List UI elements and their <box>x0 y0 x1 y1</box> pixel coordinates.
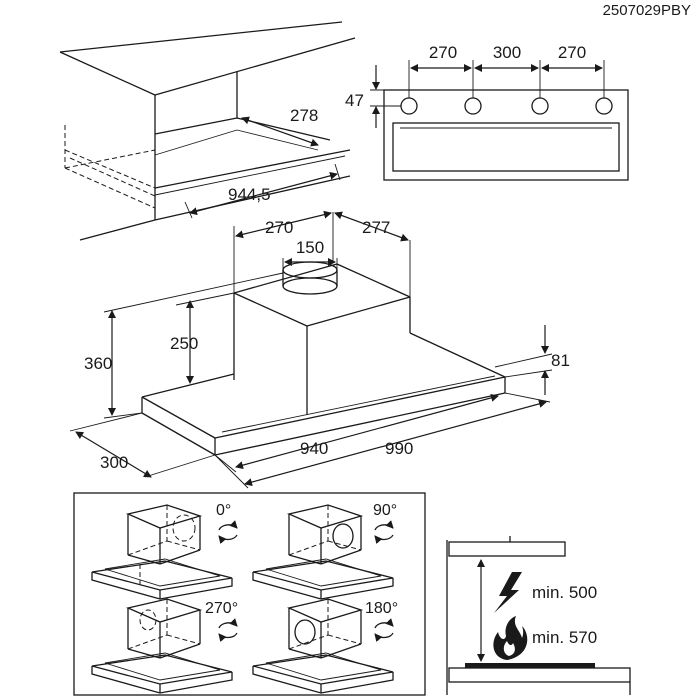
lightning-icon <box>494 572 522 613</box>
mounting-hole <box>531 97 549 115</box>
mounting-hole <box>595 97 613 115</box>
hood-profile <box>448 541 566 557</box>
mounting-hole <box>464 97 482 115</box>
chimney-height-label: 250 <box>170 334 198 353</box>
cabinet-view: 278 944,5 <box>59 21 356 241</box>
mounting-hole <box>400 97 418 115</box>
total-height-label: 360 <box>84 354 112 373</box>
outlet-hole <box>294 619 316 645</box>
orientation-180: 180° <box>252 598 398 694</box>
rotate-arrows-icon <box>219 525 237 540</box>
panel-thickness-label: 81 <box>551 351 570 370</box>
cabinet-width-label: 944,5 <box>228 185 271 204</box>
orientation-90: 90° <box>252 502 397 600</box>
clearance-view: min. 500 min. 570 <box>446 536 631 695</box>
rotate-arrows-icon <box>375 525 393 540</box>
hood-view: 270 277 150 250 360 81 940 990 30 <box>69 210 570 489</box>
depth-label: 300 <box>100 453 128 472</box>
hole-pattern-view: 270 300 270 47 <box>345 43 629 181</box>
hob-surface <box>465 663 595 668</box>
duct-diameter-label: 150 <box>296 238 324 257</box>
rotate-arrows-icon <box>375 623 393 638</box>
hole-spacing-right: 270 <box>558 43 586 62</box>
outlet-hole <box>332 523 354 549</box>
orientation-180-label: 180° <box>365 600 398 617</box>
chimney-right-label: 277 <box>362 218 390 237</box>
electric-clearance-label: min. 500 <box>532 583 597 602</box>
hole-spacing-left: 270 <box>429 43 457 62</box>
total-width-label: 990 <box>385 439 413 458</box>
chimney-left-label: 270 <box>265 218 293 237</box>
flame-icon <box>493 616 528 660</box>
rotate-arrows-icon <box>219 623 237 638</box>
outlet-hole <box>172 514 196 542</box>
cabinet-depth-label: 278 <box>290 106 318 125</box>
hole-spacing-middle: 300 <box>493 43 521 62</box>
gas-clearance-label: min. 570 <box>532 628 597 647</box>
orientation-270-label: 270° <box>205 600 238 617</box>
orientation-90-label: 90° <box>373 502 397 519</box>
orientation-0: 0° <box>91 502 237 600</box>
orientation-270: 270° <box>91 598 238 694</box>
outlet-hole <box>139 609 157 631</box>
body-width-label: 940 <box>300 439 328 458</box>
hole-edge-offset: 47 <box>345 91 364 110</box>
orientation-0-label: 0° <box>216 502 231 519</box>
hob-profile <box>448 667 631 683</box>
outlet-orientations-panel: 0° 90° <box>73 492 426 696</box>
document-code: 2507029PBY <box>603 2 691 19</box>
